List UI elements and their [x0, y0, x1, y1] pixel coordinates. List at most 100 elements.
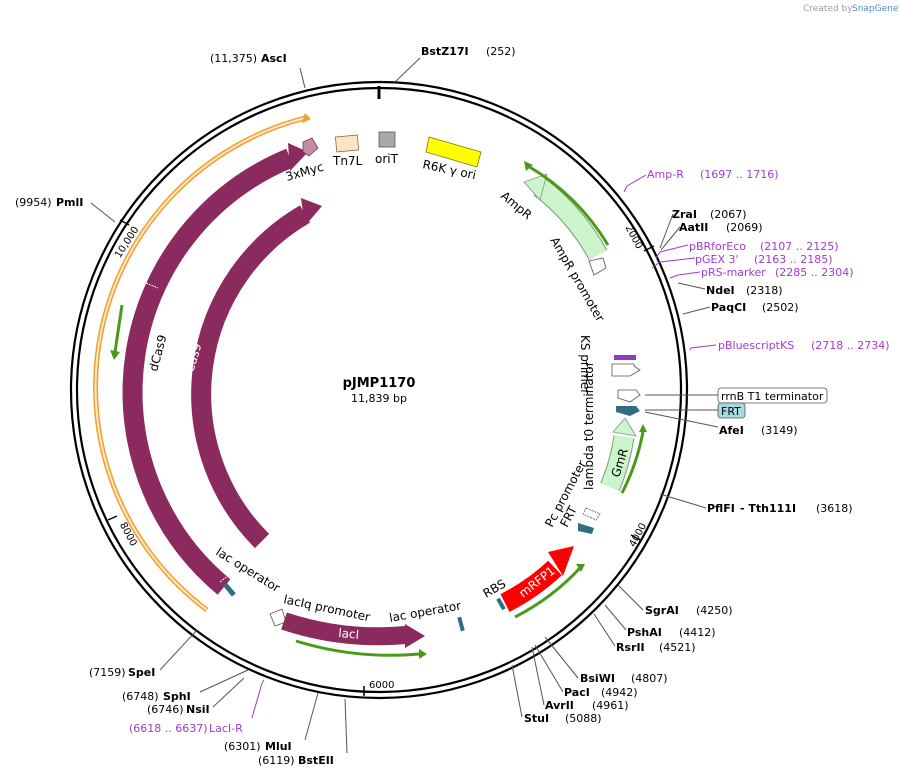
primer-range-pgex: (2163 .. 2185) — [754, 253, 833, 266]
lead-stui — [511, 664, 523, 718]
lead-rsrii — [593, 613, 616, 647]
enzyme-pshai[interactable]: PshAI — [627, 626, 662, 639]
gmr-green-head — [639, 424, 647, 432]
enzyme-pos-afei: (3149) — [761, 424, 798, 437]
tn7l-box[interactable] — [334, 134, 360, 153]
dcas9-tick1 — [145, 282, 159, 289]
cas9-body — [191, 205, 311, 549]
dcas9-label: dCas9 — [146, 333, 169, 373]
dcas9-body — [122, 148, 294, 595]
enzyme-aatii[interactable]: AatII — [679, 221, 708, 234]
enzyme-sphi[interactable]: SphI — [163, 690, 191, 703]
plasmid-center: pJMP1170 11,839 bp — [343, 376, 416, 405]
ampr-green — [527, 164, 610, 246]
gmr-green — [620, 431, 645, 494]
credit-prefix: Created by — [803, 4, 853, 14]
primer-pbrforeco[interactable]: pBRforEco — [689, 240, 746, 253]
enzyme-pflfi[interactable]: PflFI — [707, 502, 735, 515]
enzyme-bsiwi[interactable]: BsiWI — [580, 672, 615, 685]
orit-box[interactable] — [378, 131, 396, 148]
primer-amp-r[interactable]: Amp-R — [647, 168, 684, 181]
frt-small-arrow[interactable] — [578, 523, 594, 534]
enzyme-pmli[interactable]: PmlI — [56, 196, 83, 209]
rrnb-arrow[interactable] — [617, 389, 641, 403]
lead-spei — [159, 629, 198, 671]
enzyme-sgrai[interactable]: SgrAI — [645, 604, 679, 617]
primer-laci-r[interactable]: LacI-R — [209, 722, 243, 735]
enzyme-zrai[interactable]: ZraI — [672, 208, 697, 221]
enzyme-pos-sgrai: (4250) — [696, 604, 733, 617]
lead-sphi — [199, 669, 249, 693]
rrnb-box[interactable] — [717, 387, 828, 404]
enzyme-afei[interactable]: AfeI — [719, 424, 744, 437]
enzyme-bstz17i[interactable]: BstZ17I — [421, 45, 469, 58]
enzyme-pos-sphi: (6748) — [122, 690, 159, 703]
enzyme-stui[interactable]: StuI — [524, 712, 549, 725]
lac-operator-left-label: lac operator — [213, 545, 282, 595]
primer-pbluescriptks[interactable]: pBluescriptKS — [718, 339, 794, 352]
enzyme-pos-mlui: (6301) — [224, 740, 261, 753]
orf-halo-inner — [94, 117, 306, 611]
gmr-head — [612, 417, 637, 437]
mrfp1-body — [500, 560, 562, 612]
ampr-label: AmpR — [498, 189, 534, 223]
lead-pbrforeco — [655, 244, 689, 259]
credit: Created by SnapGene — [803, 4, 899, 14]
enzyme-pos-bsteii: (6119) — [258, 754, 295, 767]
feature-ampr[interactable]: AmpR AmpR promoter — [498, 161, 610, 324]
enzyme-leads — [90, 57, 719, 754]
enzyme-mlui[interactable]: MluI — [265, 740, 292, 753]
frt-right-arrow[interactable] — [616, 406, 640, 416]
orf-green-left — [113, 304, 124, 353]
enzyme-pos-paqci: (2502) — [762, 301, 799, 314]
enzyme-ndei[interactable]: NdeI — [706, 284, 735, 297]
enzyme-paqci[interactable]: PaqCI — [711, 301, 746, 314]
frt-box[interactable] — [717, 402, 746, 419]
tick-10000 — [119, 219, 130, 226]
lac-operator-left-mark — [222, 582, 236, 597]
tick-label-6000: 6000 — [369, 680, 394, 691]
enzyme-pos-aatii: (2069) — [726, 221, 763, 234]
lead-pmli — [90, 202, 116, 223]
lead-pshai — [604, 604, 627, 631]
lead-mlui — [304, 692, 319, 741]
enzyme-avrii[interactable]: AvrII — [545, 699, 574, 712]
enzyme-pos-zrai: (2067) — [710, 208, 747, 221]
enzyme-asci[interactable]: AscI — [261, 52, 287, 65]
lambda-label: lambda t0 terminator — [582, 361, 596, 490]
enzyme-tth111i[interactable]: - Tth111I — [740, 502, 796, 515]
tick-2000 — [643, 245, 655, 252]
plasmid-length: 11,839 bp — [351, 392, 407, 405]
backbone — [69, 80, 689, 700]
enzyme-paci[interactable]: PacI — [564, 686, 590, 699]
ks-primer-mark[interactable] — [614, 355, 636, 360]
enzyme-nsii[interactable]: NsiI — [186, 703, 210, 716]
enzymes: (11,375) AscI BstZ17I (252) ZraI (2067) … — [15, 45, 853, 767]
enzyme-spei[interactable]: SpeI — [128, 666, 155, 679]
myc-arrow[interactable] — [302, 137, 319, 157]
mrfp1-green-head — [576, 564, 585, 572]
enzyme-bsteii[interactable]: BstEII — [298, 754, 334, 767]
ampr-body — [534, 179, 607, 260]
lead-asci — [299, 67, 306, 89]
right-features: KS primer lambda t0 terminator — [578, 335, 641, 490]
lead-ndei — [677, 282, 706, 290]
enzyme-rsrii[interactable]: RsrII — [616, 641, 645, 654]
credit-brand: SnapGene — [852, 4, 899, 14]
lac-region: lac operator lacIq promoter lacI lac ope… — [213, 545, 465, 659]
primer-range-amp-r: (1697 .. 1716) — [700, 168, 779, 181]
feature-mrfp1[interactable]: mRFP1 RBS — [481, 546, 586, 619]
primer-range-laci-r: (6618 .. 6637) — [129, 722, 208, 735]
lac-operator-right-mark[interactable] — [457, 616, 465, 632]
lac-operator-right-label: lac operator — [388, 599, 462, 625]
pc-promoter-arrow[interactable] — [582, 507, 601, 521]
feature-gmr[interactable]: GmR — [600, 417, 647, 494]
primer-prs-marker[interactable]: pRS-marker — [701, 266, 766, 279]
r6k-box[interactable] — [425, 136, 482, 168]
primer-pgex[interactable]: pGEX 3' — [695, 253, 739, 266]
primer-range-prs-marker: (2285 .. 2304) — [775, 266, 854, 279]
laci-body[interactable] — [281, 612, 407, 646]
orf-halo — [93, 113, 311, 612]
feature-cas9[interactable]: Cas9 — [182, 198, 322, 549]
